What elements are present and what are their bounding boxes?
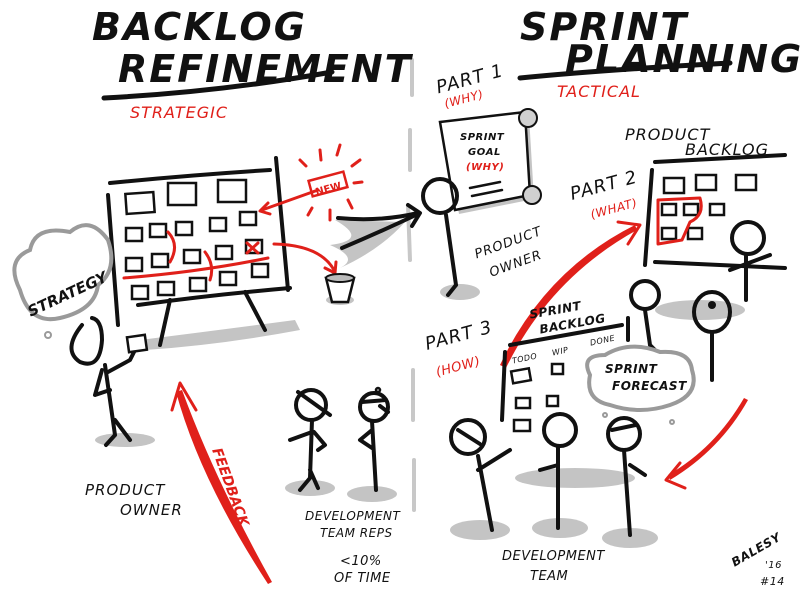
artist-signature: BALESY '16 #14 [729,530,785,588]
team-around-backlog [629,279,745,382]
development-team-reps-figures [285,386,397,502]
part2-arrow [500,220,642,368]
sticky-notes [124,178,270,301]
dev-team-label-1: DEVELOPMENT [502,549,605,564]
scroll-line-1: SPRINT [460,132,505,143]
scroll-line-2: GOAL [468,147,501,158]
product-owner-label-left-1: PRODUCT [85,481,166,499]
dev-team-label-2: TEAM [530,569,568,584]
sprint-goal-scroll: SPRINT GOAL (WHY) [438,108,542,214]
scroll-line-3: (WHY) [466,162,504,173]
signature-year: '16 [765,560,782,571]
forecast-label-2: FORECAST [612,379,687,393]
sprint-forecast-cloud: SPRINT FORECAST [585,344,696,425]
sprint-title-line-1: SPRINT [520,5,689,49]
column-todo: TODO [511,351,538,365]
product-backlog-label-2: BACKLOG [685,140,769,159]
product-owner-figure-right [421,177,480,300]
dev-team-reps-label-2: TEAM REPS [320,526,393,540]
feedback-arrow: FEEDBACK [170,381,272,584]
product-backlog-board [643,153,787,302]
part2-sub: (WHAT) [589,196,639,222]
funnel-arrow-to-sprint-goal [330,203,422,268]
product-owner-label-left-2: OWNER [120,501,183,519]
center-divider [406,58,416,512]
development-team-figures [449,412,658,548]
title-line-1: BACKLOG [92,5,307,49]
new-item-tag: NEW [258,143,364,222]
sprint-title-line-2: PLANNING [565,37,800,81]
part3-sub: (HOW) [434,354,482,380]
backlog-refinement-title: BACKLOG REFINEMENT STRATEGIC [92,5,412,122]
return-arrow [664,398,748,490]
trash-bin-icon [324,273,356,305]
strategic-subtitle: STRATEGIC [130,103,228,122]
product-backlog-board-refinement [106,156,300,350]
forecast-label-1: SPRINT [605,362,658,376]
time-limit-label-1: <10% [340,554,382,569]
tactical-subtitle: TACTICAL [557,82,641,101]
part3-label: PART 3 [423,317,495,355]
dev-team-reps-label-1: DEVELOPMENT [305,509,402,523]
signature-number: #14 [760,575,785,588]
product-backlog-label-1: PRODUCT [625,125,711,144]
time-limit-label-2: OF TIME [334,571,391,586]
product-owner-figure-left [69,316,155,447]
column-wip: WIP [551,345,569,357]
column-done: DONE [589,333,616,347]
sprint-planning-title: SPRINT PLANNING TACTICAL [517,5,800,101]
